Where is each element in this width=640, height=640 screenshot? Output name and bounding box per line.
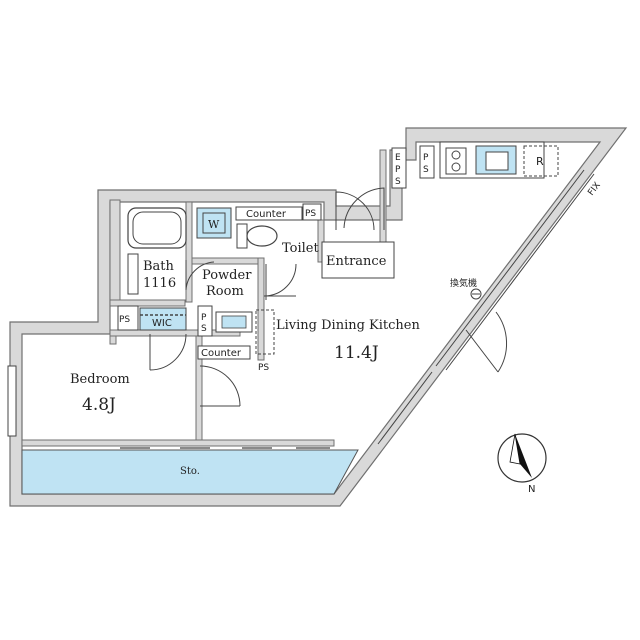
ldk-size-label: 11.4J	[334, 343, 379, 363]
diagonal-windows	[377, 169, 595, 445]
eps-letter-p: P	[395, 165, 401, 175]
interior-walls	[21, 149, 387, 447]
washer-inner	[202, 212, 226, 234]
wic-label: WIC	[152, 318, 172, 329]
fridge-label: R	[536, 155, 544, 168]
ps-counter-label: PS	[258, 363, 269, 373]
ps-powder-letter-p: P	[201, 313, 207, 323]
ps-counter-dashed	[255, 309, 275, 355]
bath-label: Bath	[143, 259, 175, 274]
ps-wic-box	[117, 305, 139, 331]
fix-window-label: FIX	[586, 181, 602, 198]
compass-north-label: N	[528, 484, 535, 495]
wic-area	[139, 307, 187, 331]
eps-box	[391, 147, 407, 189]
kitchen-counter	[439, 141, 545, 179]
ps-kitchen-letter-p: P	[423, 153, 429, 163]
ps-wic-label: PS	[119, 315, 130, 325]
storage-area	[21, 449, 359, 495]
eps-letter-e: E	[395, 153, 401, 163]
bedroom-size-label: 4.8J	[82, 395, 116, 415]
ps-kitchen-box	[419, 145, 435, 179]
counter-top-label: Counter	[246, 209, 287, 220]
counter-bottom-label: Counter	[201, 348, 242, 359]
bath-bench	[127, 253, 139, 295]
toilet-fixture	[236, 223, 278, 249]
ps-powder-box	[197, 305, 213, 337]
bathtub	[127, 207, 187, 249]
toilet-label: Toilet	[282, 241, 319, 256]
ps-toilet-box	[302, 203, 322, 221]
powder-room-label-2: Room	[206, 284, 244, 299]
counter-top-box	[235, 206, 303, 221]
washer-label: W	[208, 218, 220, 231]
ventilation-marker	[470, 288, 482, 300]
storage-label: Sto.	[180, 466, 200, 477]
counter-bottom-box	[197, 345, 251, 360]
ps-kitchen-letter-s: S	[423, 165, 429, 175]
powder-sink-basin	[221, 315, 247, 329]
compass	[497, 433, 547, 483]
bedroom-label: Bedroom	[70, 372, 130, 387]
entrance-label: Entrance	[326, 254, 387, 269]
left-window	[7, 365, 17, 437]
entrance-area	[321, 241, 395, 279]
fridge-space	[523, 145, 559, 177]
eps-letter-s: S	[395, 177, 401, 187]
bath-size-label: 1116	[143, 276, 176, 291]
ventilation-label: 換気機	[450, 277, 477, 289]
ps-powder-letter-s: S	[201, 324, 207, 334]
ldk-label: Living Dining Kitchen	[276, 318, 420, 333]
doors	[149, 187, 508, 407]
ps-toilet-label: PS	[305, 209, 316, 219]
powder-room-label-1: Powder	[202, 268, 252, 283]
